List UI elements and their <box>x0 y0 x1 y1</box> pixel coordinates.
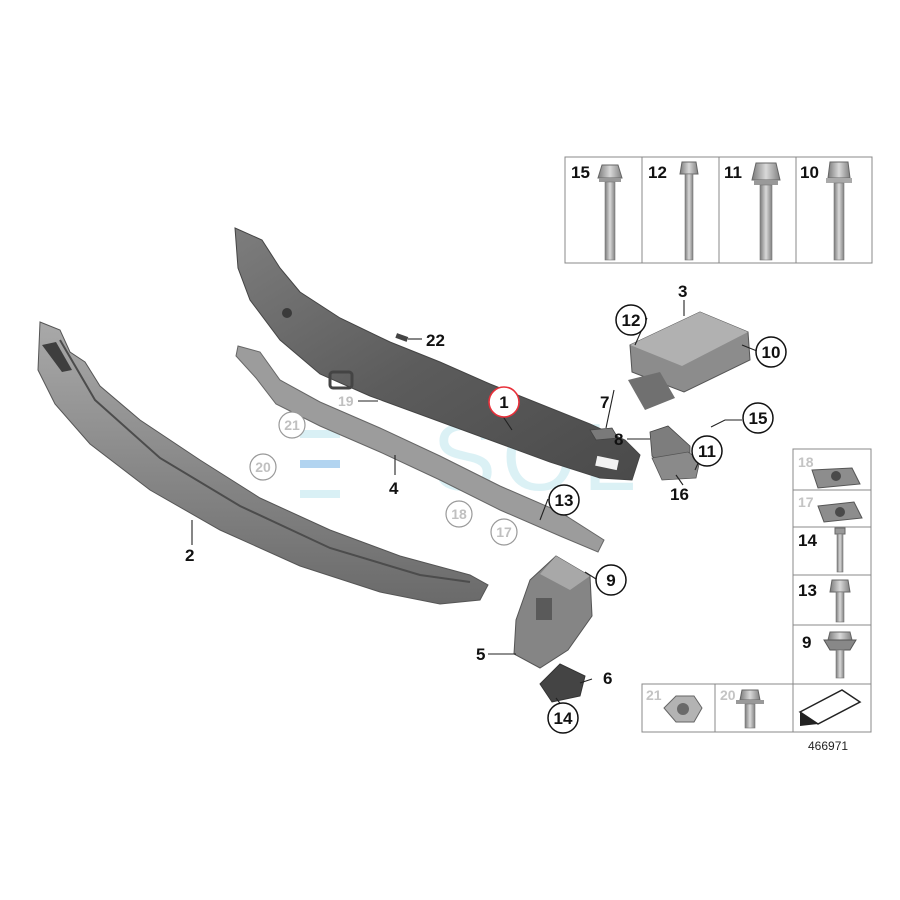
callout-16-label: 16 <box>670 485 689 504</box>
callout-20: 20 <box>249 453 277 481</box>
callout-9-label: 9 <box>606 571 615 590</box>
callout-3-label: 3 <box>678 282 687 301</box>
hardware-10-label: 10 <box>800 163 819 182</box>
callout-11: 11 <box>691 435 723 467</box>
front-direction-arrow-icon <box>798 689 862 726</box>
callout-9: 9 <box>595 564 627 596</box>
callout-14: 14 <box>547 702 579 734</box>
callout-13-label: 13 <box>555 491 574 510</box>
hardware-15-label: 15 <box>571 163 590 182</box>
nut-21-icon <box>663 695 703 723</box>
bolt-20-icon <box>736 689 764 729</box>
hardware-bottom-row: 21 20 <box>641 683 872 733</box>
callout-22-label: 22 <box>426 331 445 350</box>
callout-17: 17 <box>490 518 518 546</box>
callout-18: 18 <box>445 500 473 528</box>
callout-12-label: 12 <box>622 311 641 330</box>
hardware-14-label: 14 <box>798 531 817 550</box>
part-2-deflector <box>37 321 489 605</box>
callout-21: 21 <box>278 411 306 439</box>
callout-18-label: 18 <box>451 506 467 522</box>
hardware-top-box: 15 12 11 10 <box>564 156 873 264</box>
callout-17-label: 17 <box>496 524 512 540</box>
callout-4: 4 <box>389 479 399 498</box>
callout-4-label: 4 <box>389 479 399 498</box>
callout-21-label: 21 <box>284 417 300 433</box>
callout-6-label: 6 <box>603 669 612 688</box>
callout-13: 13 <box>548 484 580 516</box>
clip-nut-17-icon <box>817 501 863 523</box>
part-22-pin <box>395 333 409 342</box>
clip-nut-18-icon <box>811 467 861 489</box>
callout-19-label: 19 <box>338 393 354 409</box>
callout-11-label: 11 <box>698 442 716 461</box>
hardware-9-label: 9 <box>802 633 811 652</box>
callout-7: 7 <box>600 393 609 412</box>
part-4-strip <box>235 345 605 553</box>
callout-10: 10 <box>755 336 787 368</box>
hardware-21-label: 21 <box>646 687 662 703</box>
part-7-clip <box>589 427 619 441</box>
part-16-plate <box>651 451 701 481</box>
hardware-17-label: 17 <box>798 494 814 510</box>
callout-5: 5 <box>476 645 485 664</box>
callout-3: 3 <box>678 282 687 301</box>
callout-16: 16 <box>670 485 689 504</box>
part-6-pad <box>539 663 586 703</box>
callout-6: 6 <box>603 669 612 688</box>
callout-20-label: 20 <box>255 459 271 475</box>
screw-14-icon <box>834 527 846 573</box>
hardware-18-label: 18 <box>798 454 814 470</box>
hardware-13-label: 13 <box>798 581 817 600</box>
callout-2: 2 <box>185 546 194 565</box>
callout-10-label: 10 <box>762 343 781 362</box>
part-1-carrier <box>234 227 641 481</box>
callout-1-label: 1 <box>499 393 508 412</box>
hardware-11-label: 11 <box>724 163 742 182</box>
hardware-side-column: 18 17 14 13 9 <box>792 448 872 685</box>
callout-15: 15 <box>742 402 774 434</box>
callout-22: 22 <box>426 331 445 350</box>
hardware-20-label: 20 <box>720 687 736 703</box>
callout-8-label: 8 <box>614 430 623 449</box>
bolt-15-icon <box>597 164 623 261</box>
part-5-mount <box>513 555 593 669</box>
part-3-bracket <box>628 311 751 410</box>
callout-2-label: 2 <box>185 546 194 565</box>
callout-1: 1 <box>488 386 520 418</box>
bolt-9-icon <box>823 631 857 679</box>
bolt-12-icon <box>679 161 699 261</box>
bolt-10-icon <box>826 161 852 261</box>
callout-8: 8 <box>614 430 623 449</box>
callout-12: 12 <box>615 304 647 336</box>
callout-5-label: 5 <box>476 645 485 664</box>
bolt-13-icon <box>829 579 851 623</box>
diagram-number: 466971 <box>808 739 848 753</box>
callout-15-label: 15 <box>749 409 768 428</box>
bolt-11-icon <box>751 162 781 261</box>
callout-14-label: 14 <box>554 709 573 728</box>
callout-19: 19 <box>338 393 354 409</box>
hardware-12-label: 12 <box>648 163 667 182</box>
callout-7-label: 7 <box>600 393 609 412</box>
